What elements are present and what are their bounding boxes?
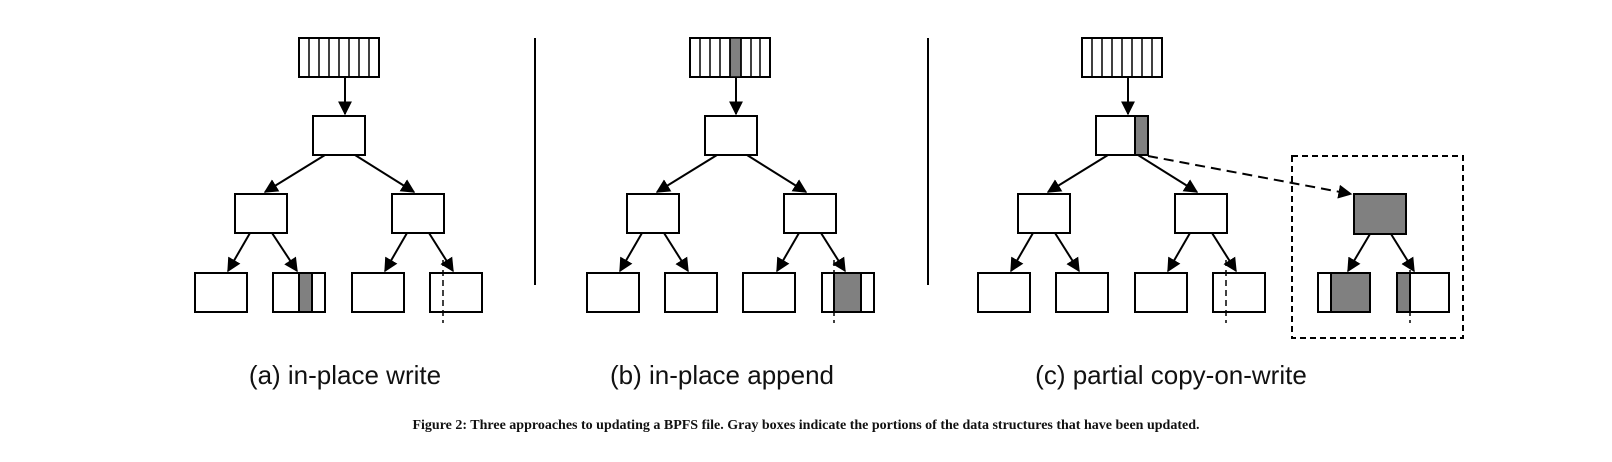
data-block — [351, 272, 405, 313]
arrow — [1010, 232, 1034, 273]
interior-node — [783, 193, 837, 234]
root-node-updated — [1095, 115, 1149, 156]
data-block-updated — [272, 272, 326, 313]
arrow — [1167, 232, 1191, 273]
copy-on-write-arrow — [1147, 155, 1353, 199]
copied-data-block — [1396, 272, 1450, 313]
inode-array — [1081, 37, 1163, 78]
data-block — [664, 272, 718, 313]
bpfs-update-diagram — [194, 37, 1464, 339]
data-block — [586, 272, 640, 313]
interior-node — [1017, 193, 1071, 234]
copied-subtree-frame — [1291, 155, 1464, 339]
data-block — [429, 272, 483, 313]
interior-node — [626, 193, 680, 234]
root-node — [312, 115, 366, 156]
arrow — [820, 232, 846, 273]
copied-interior-node — [1353, 193, 1407, 235]
root-node — [704, 115, 758, 156]
copied-subtree — [1291, 155, 1464, 339]
arrow — [354, 154, 416, 193]
inode-array — [689, 37, 771, 78]
panel-c-tree — [977, 37, 1464, 339]
interior-node — [234, 193, 288, 234]
figure-caption: Figure 2: Three approaches to updating a… — [412, 418, 1200, 433]
data-block — [1055, 272, 1109, 313]
arrow — [619, 232, 643, 273]
interior-node — [1174, 193, 1228, 234]
data-block — [742, 272, 796, 313]
arrow — [1347, 233, 1371, 273]
arrow — [271, 232, 298, 273]
data-block-appended — [821, 272, 875, 313]
arrow — [776, 232, 800, 273]
copied-data-block — [1317, 272, 1371, 313]
arrow — [263, 154, 326, 193]
panel-a-label: (a) in-place write — [248, 360, 442, 390]
arrow — [655, 154, 718, 193]
arrow — [1211, 232, 1237, 273]
panel-b-label: (b) in-place append — [609, 360, 835, 390]
panel-c-label: (c) partial copy-on-write — [1035, 360, 1307, 390]
arrow — [1054, 232, 1080, 273]
data-block — [1134, 272, 1188, 313]
panel-b-tree — [586, 37, 875, 323]
inode-array — [298, 37, 380, 78]
data-block — [194, 272, 248, 313]
data-block — [977, 272, 1031, 313]
arrow — [227, 232, 251, 273]
arrow — [746, 154, 808, 193]
arrow — [428, 232, 454, 273]
arrow — [1046, 154, 1109, 193]
arrow — [384, 232, 408, 273]
arrow — [663, 232, 689, 273]
data-block — [1212, 272, 1266, 313]
panel-a-tree — [194, 37, 483, 323]
interior-node — [391, 193, 445, 234]
arrow — [1137, 154, 1199, 193]
